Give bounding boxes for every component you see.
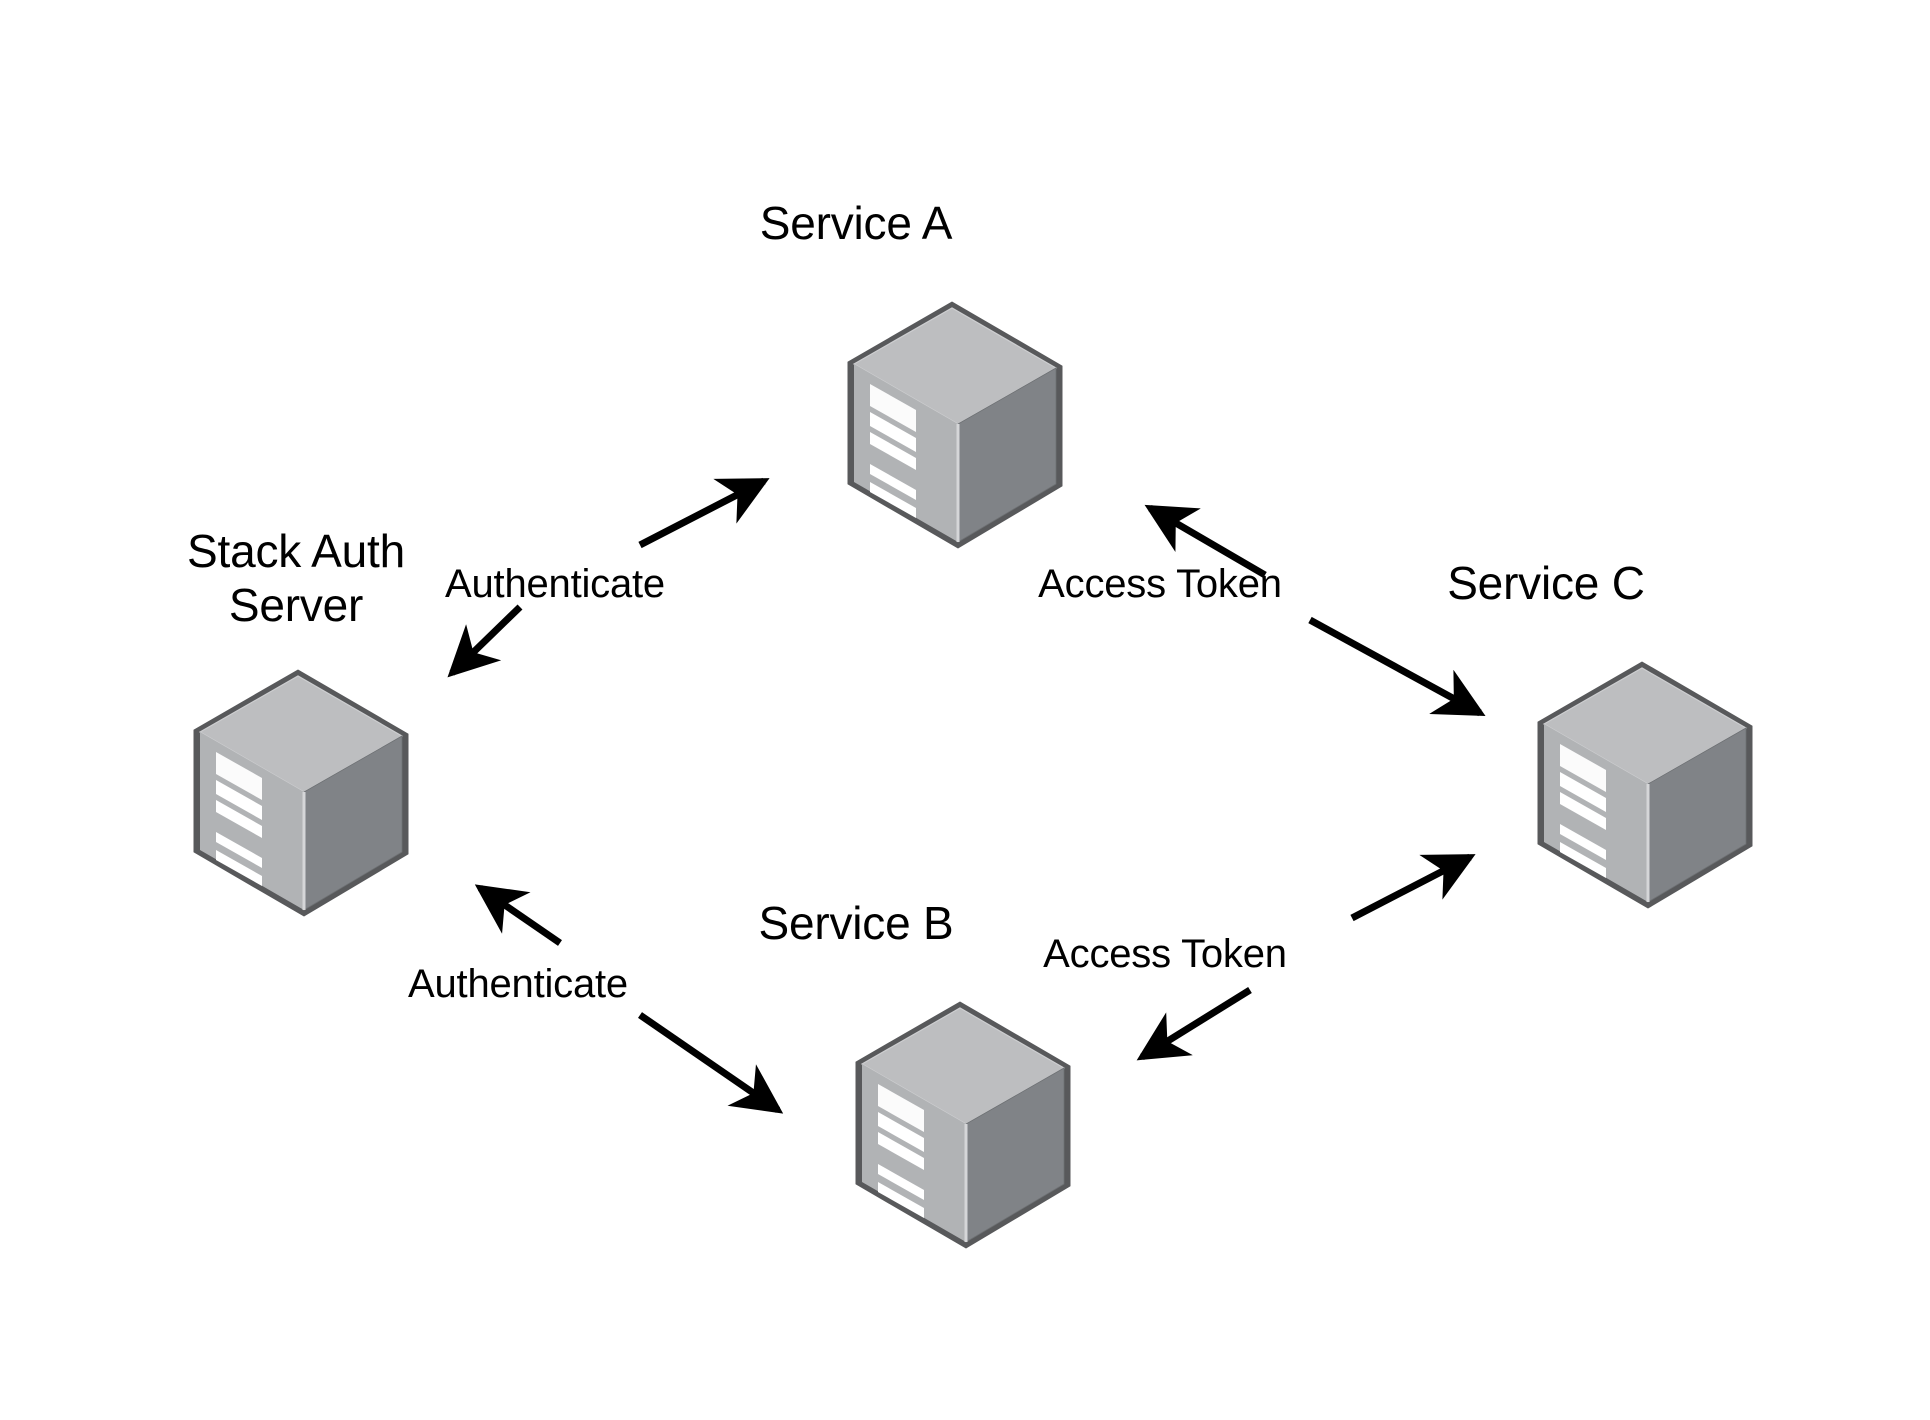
edge-label-access-token-service-a: Access Token bbox=[1038, 562, 1282, 606]
node-label-stack-auth-server: Stack Auth Server bbox=[187, 525, 405, 632]
server-icon-service-c bbox=[1536, 660, 1754, 910]
edge-authenticate-service-b bbox=[474, 884, 784, 1114]
edge-access-token-service-a bbox=[1144, 504, 1486, 717]
edge-label-authenticate-service-b: Authenticate bbox=[408, 962, 628, 1006]
edge-label-access-token-service-b: Access Token bbox=[1043, 932, 1287, 976]
server-icon-service-a bbox=[846, 300, 1064, 550]
server-icon-stack-auth-server bbox=[192, 668, 410, 918]
node-label-service-a: Service A bbox=[759, 197, 953, 249]
edge-authenticate-service-a bbox=[447, 477, 770, 678]
node-label-service-b: Service B bbox=[758, 897, 954, 949]
edge-label-authenticate-service-a: Authenticate bbox=[445, 562, 665, 606]
node-label-service-c: Service C bbox=[1447, 557, 1645, 609]
edge-access-token-service-b bbox=[1136, 853, 1476, 1061]
server-icon-service-b bbox=[854, 1000, 1072, 1250]
